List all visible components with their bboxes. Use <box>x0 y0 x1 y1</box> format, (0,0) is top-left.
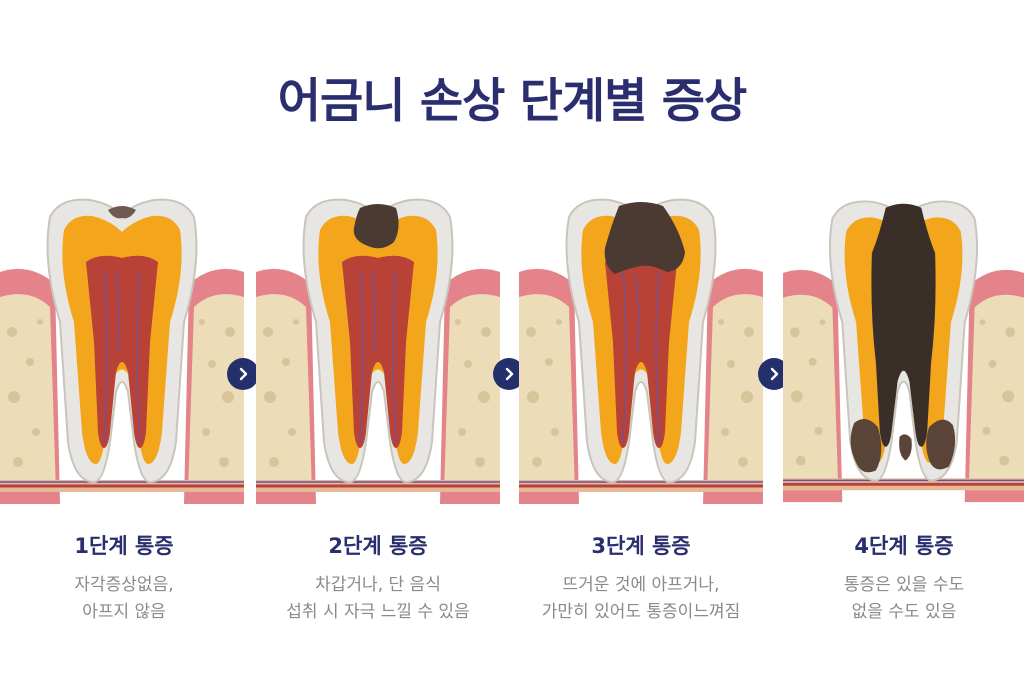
tooth-illustration-stage-3 <box>519 192 763 504</box>
tooth-illustration-stage-4 <box>783 192 1024 504</box>
chevron-right-icon <box>505 367 514 381</box>
chevron-right-icon <box>239 367 248 381</box>
stage-4-description-line: 통증은 있을 수도 <box>843 575 965 595</box>
next-arrow-button <box>227 358 259 390</box>
stage-2-description-line: 차갑거나, 단 음식 <box>315 575 441 595</box>
page-title: 어금니 손상 단계별 증상 <box>277 74 748 129</box>
stage-2-description: 차갑거나, 단 음식 섭취 시 자극 느낄 수 있음 <box>243 572 513 626</box>
stage-3-description-line: 가만히 있어도 통증이느껴짐 <box>541 602 741 622</box>
stage-2-description-line: 섭취 시 자극 느낄 수 있음 <box>286 602 470 622</box>
stage-3-description: 뜨거운 것에 아프거나, 가만히 있어도 통증이느껴짐 <box>506 572 776 626</box>
stage-4-description: 통증은 있을 수도 없을 수도 있음 <box>769 572 1024 626</box>
stage-1-description-line: 아프지 않음 <box>82 602 166 622</box>
stage-1-title: 1단계 통증 <box>74 534 174 558</box>
stage-4-description-line: 없을 수도 있음 <box>851 602 957 622</box>
stage-1-description: 자각증상없음, 아프지 않음 <box>0 572 259 626</box>
stage-3-description-line: 뜨거운 것에 아프거나, <box>562 575 720 595</box>
stage-2-title: 2단계 통증 <box>328 534 428 558</box>
stage-3-title: 3단계 통증 <box>591 534 691 558</box>
stage-1-description-line: 자각증상없음, <box>74 575 174 595</box>
tooth-illustration-stage-1 <box>0 192 244 504</box>
stage-4-title: 4단계 통증 <box>854 534 954 558</box>
chevron-right-icon <box>770 367 779 381</box>
tooth-illustration-stage-2 <box>256 192 500 504</box>
